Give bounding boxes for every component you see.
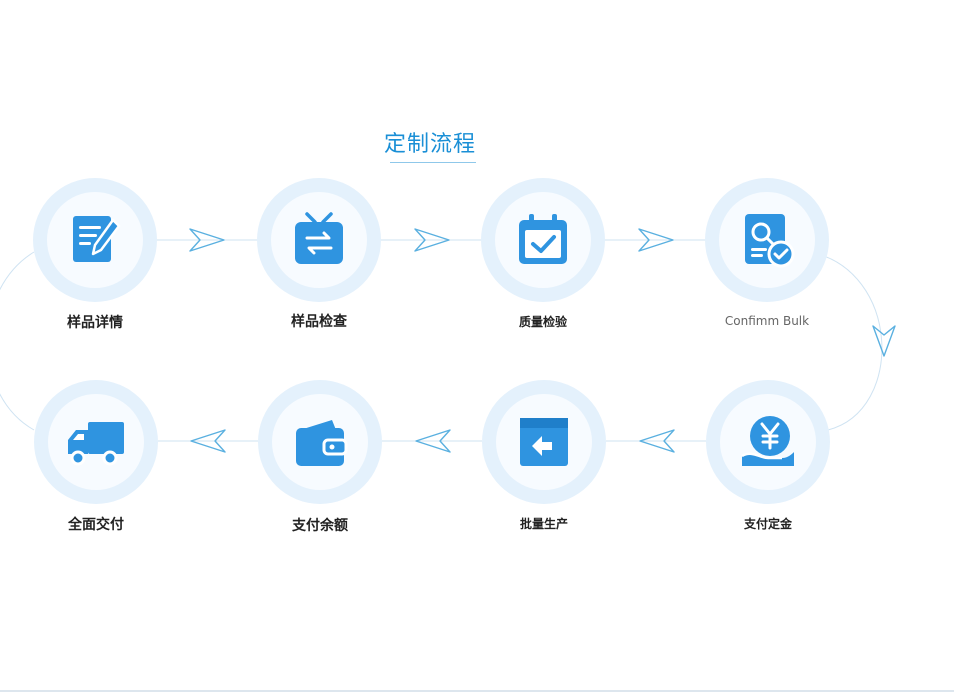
arrow-right-2 [414, 228, 450, 252]
step-sample-inspection [257, 178, 381, 302]
step-label-3: 质量检验 [518, 315, 567, 329]
title-underline [390, 162, 476, 163]
tv-exchange-icon [295, 212, 343, 264]
step-label-1: 样品详情 [67, 315, 123, 331]
step-confirm-bulk [705, 178, 829, 302]
step-label-6: 批量生产 [519, 517, 568, 531]
arrow-left-2 [415, 429, 451, 453]
document-pen-icon [73, 216, 121, 262]
arrow-down [872, 325, 896, 357]
box-arrow-icon [520, 418, 568, 466]
step-full-delivery [34, 380, 158, 504]
step-label-2: 样品检查 [291, 314, 347, 330]
step-label-5: 支付定金 [743, 517, 792, 531]
step-sample-details [33, 178, 157, 302]
arrow-right-3 [638, 228, 674, 252]
arrow-left-1 [639, 429, 675, 453]
arrow-left-3 [190, 429, 226, 453]
step-quality-inspection [481, 178, 605, 302]
footer-divider [0, 690, 954, 692]
step-label-4: Confimm Bulk [724, 314, 810, 328]
search-document-check-icon [745, 214, 795, 268]
yen-coin-hand-icon [741, 416, 794, 466]
step-mass-production [482, 380, 606, 504]
delivery-truck-icon [68, 422, 124, 466]
calendar-check-icon [519, 214, 567, 264]
step-pay-balance [258, 380, 382, 504]
step-label-7: 支付余额 [292, 518, 348, 534]
step-label-8: 全面交付 [68, 517, 124, 533]
wallet-icon [296, 420, 348, 466]
page-title: 定制流程 [383, 132, 476, 157]
step-pay-deposit [706, 380, 830, 504]
arrow-right-1 [189, 228, 225, 252]
